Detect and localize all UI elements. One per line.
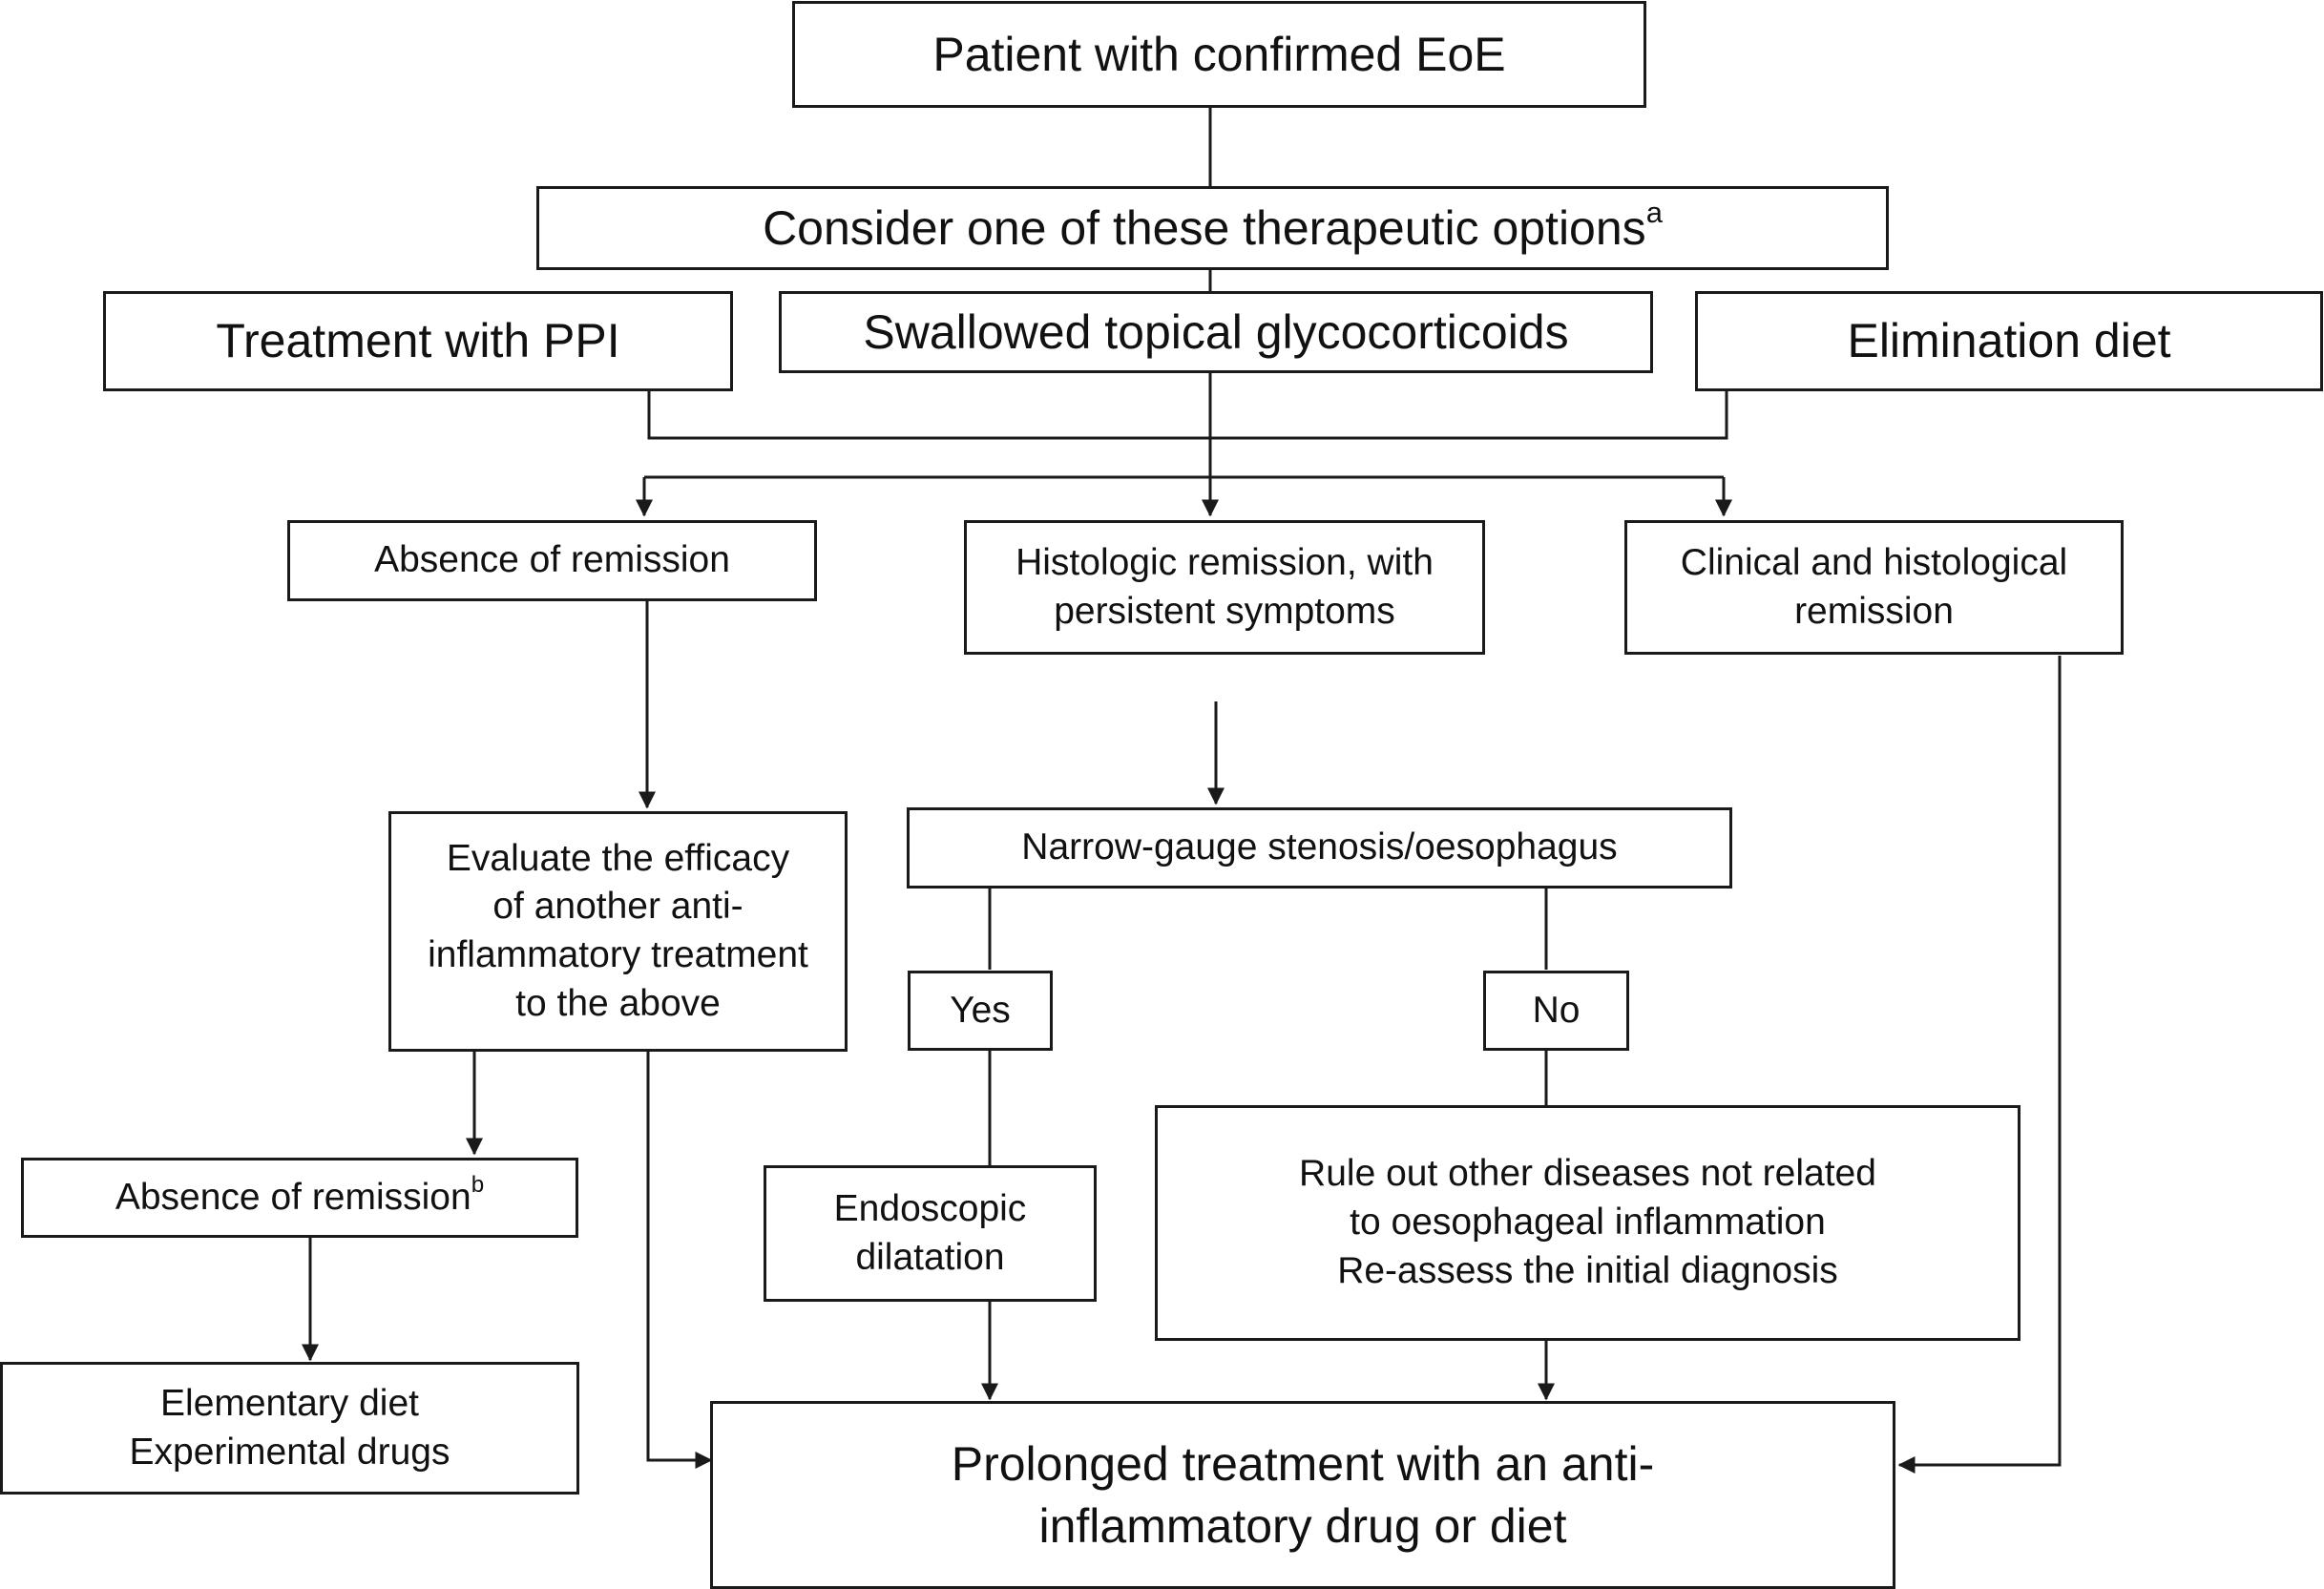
- absence-box: Absence of remission: [287, 520, 817, 601]
- consider-label: Consider one of these therapeutic option…: [763, 196, 1663, 255]
- histologic-line-1: Histologic remission, with: [1015, 541, 1434, 583]
- histologic-box: Histologic remission, with persistent sy…: [964, 520, 1485, 655]
- patient-label: Patient with confirmed EoE: [932, 27, 1506, 81]
- evaluate-line-2: of another anti-: [492, 886, 743, 928]
- prolonged-line-2: inflammatory drug or diet: [1038, 1498, 1567, 1553]
- narrow-label: Narrow-gauge stenosis/oesophagus: [1021, 826, 1618, 868]
- absence-label: Absence of remission: [374, 539, 730, 581]
- ruleout-line-2: to oesophageal inflammation: [1350, 1202, 1826, 1244]
- clinical-line-2: remission: [1794, 590, 1954, 632]
- connector-options-merge: [647, 390, 1728, 440]
- ruleout-line-3: Re-assess the initial diagnosis: [1337, 1249, 1838, 1291]
- clinical-line-1: Clinical and histological: [1680, 541, 2068, 583]
- evaluate-line-4: to the above: [515, 982, 721, 1024]
- narrow-box: Narrow-gauge stenosis/oesophagus: [907, 807, 1732, 889]
- arrow-clinical-prolonged: [1897, 656, 2062, 1474]
- prolonged-box: Prolonged treatment with an anti- inflam…: [710, 1401, 1895, 1589]
- steroids-box: Swallowed topical glycocorticoids: [779, 291, 1653, 373]
- steroids-label: Swallowed topical glycocorticoids: [863, 304, 1569, 359]
- dilatation-line-1: Endoscopic: [833, 1187, 1027, 1229]
- elementary-line-2: Experimental drugs: [129, 1431, 450, 1473]
- evaluate-box: Evaluate the efficacy of another anti- i…: [388, 811, 848, 1052]
- no-label: No: [1532, 989, 1581, 1031]
- yes-label: Yes: [950, 989, 1011, 1031]
- absence2-footnote-mark: b: [471, 1172, 485, 1199]
- dilatation-box: Endoscopic dilatation: [764, 1165, 1097, 1302]
- absence2-label: Absence of remissionb: [115, 1172, 485, 1218]
- elementary-line-1: Elementary diet: [160, 1382, 419, 1424]
- absence2-box: Absence of remissionb: [21, 1158, 578, 1238]
- histologic-line-2: persistent symptoms: [1054, 590, 1395, 632]
- elimination-label: Elimination diet: [1847, 314, 2171, 367]
- evaluate-line-3: inflammatory treatment: [428, 934, 808, 975]
- elementary-box: Elementary diet Experimental drugs: [0, 1362, 579, 1495]
- arrow-evaluate-prolonged: [646, 1051, 713, 1469]
- elimination-box: Elimination diet: [1695, 291, 2323, 391]
- consider-box: Consider one of these therapeutic option…: [536, 186, 1889, 270]
- ppi-box: Treatment with PPI: [103, 291, 733, 391]
- ruleout-box: Rule out other diseases not related to o…: [1155, 1105, 2020, 1341]
- evaluate-line-1: Evaluate the efficacy: [446, 837, 790, 879]
- prolonged-line-1: Prolonged treatment with an anti-: [951, 1436, 1655, 1491]
- ppi-label: Treatment with PPI: [216, 314, 620, 367]
- yes-box: Yes: [908, 971, 1053, 1051]
- clinical-box: Clinical and histological remission: [1624, 520, 2124, 655]
- patient-box: Patient with confirmed EoE: [792, 1, 1646, 108]
- no-box: No: [1483, 971, 1629, 1051]
- ruleout-line-1: Rule out other diseases not related: [1299, 1153, 1876, 1195]
- consider-footnote-mark: a: [1645, 196, 1663, 230]
- dilatation-line-2: dilatation: [855, 1236, 1005, 1278]
